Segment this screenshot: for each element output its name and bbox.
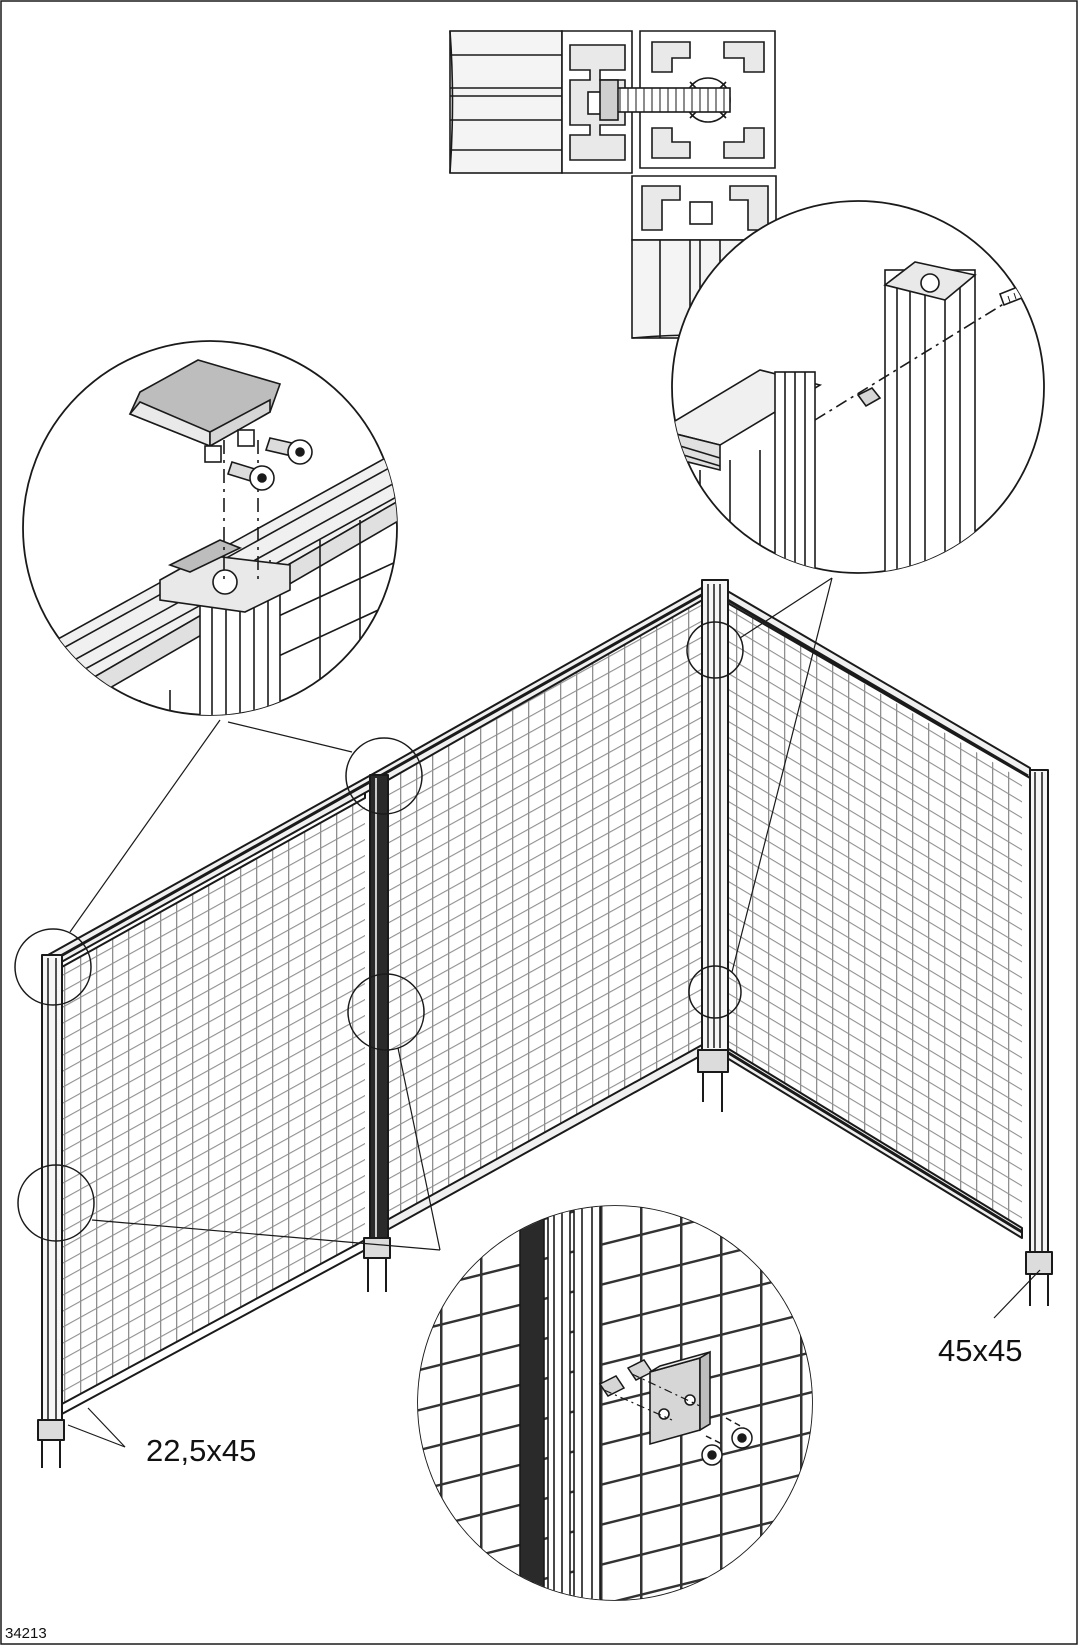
- marker-top-corner: [686, 621, 744, 679]
- marker-top-middle: [345, 737, 423, 815]
- marker-top-left: [14, 928, 92, 1006]
- post-right: [1025, 769, 1053, 1306]
- profile-size-label-small: 22,5x45: [146, 1433, 257, 1468]
- end-cap-icon: [128, 359, 282, 463]
- post-corner: [697, 579, 729, 1112]
- connector-plate-icon: [649, 1350, 711, 1446]
- figure-number: 34213: [5, 1625, 47, 1642]
- detail-circle-end-cap: [22, 340, 398, 716]
- detail-markers: [14, 621, 744, 1242]
- detail-circle-corner-connector: [671, 200, 1045, 574]
- mesh-panel-left: [60, 790, 365, 1405]
- post-middle: [363, 774, 391, 1292]
- marker-mid-corner: [688, 965, 742, 1019]
- t-slot-nut-icon: [856, 386, 882, 408]
- marker-left-lower: [17, 1164, 95, 1242]
- screw-icon: [264, 437, 313, 465]
- mesh-panel-middle: [378, 598, 702, 1225]
- screw-icon: [226, 461, 275, 491]
- screw-icon: [701, 1435, 723, 1466]
- post-left: [37, 954, 65, 1468]
- leader-lines: [67, 577, 1041, 1448]
- detail-circle-panel-connector: [417, 1205, 813, 1601]
- profile-size-label-large: 45x45: [938, 1333, 1023, 1368]
- screw-icon: [725, 1417, 753, 1449]
- marker-mid-middle: [347, 973, 425, 1051]
